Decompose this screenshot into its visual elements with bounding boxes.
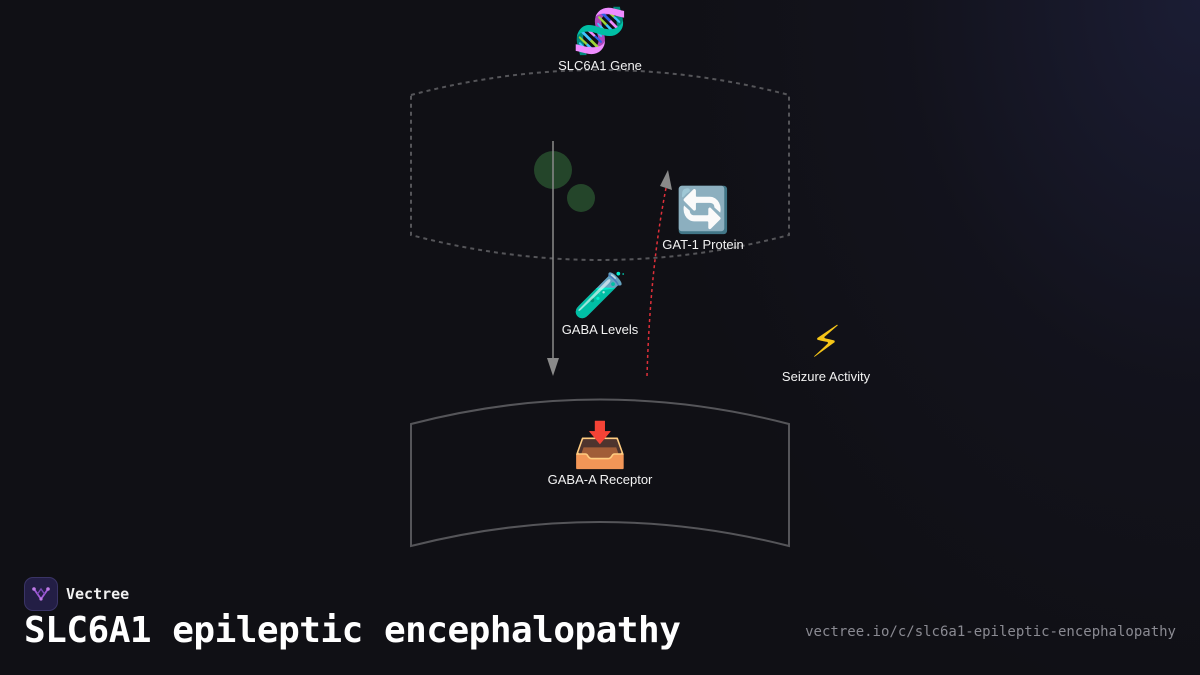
gene-node: 🧬 SLC6A1 Gene xyxy=(558,6,642,74)
reuptake-arrow xyxy=(646,187,667,377)
presynaptic-membrane xyxy=(410,69,790,261)
gaba-label: GABA Levels xyxy=(561,322,639,337)
page-title: SLC6A1 epileptic encephalopathy xyxy=(24,610,681,651)
dna-icon: 🧬 xyxy=(572,6,628,57)
inbox-tray-icon: 📥 xyxy=(572,420,628,471)
gaba-release-arrowhead xyxy=(547,358,559,376)
brand[interactable]: Vectree xyxy=(24,577,129,611)
vectree-logo-icon xyxy=(24,577,58,611)
protein-node: 🔄 GAT-1 Protein xyxy=(662,185,744,253)
repeat-arrows-icon: 🔄 xyxy=(675,185,731,236)
gene-label: SLC6A1 Gene xyxy=(558,58,642,73)
brand-name: Vectree xyxy=(66,585,130,603)
reuptake-arrowhead xyxy=(660,170,672,190)
postsynaptic-membrane xyxy=(410,398,790,548)
seizure-label: Seizure Activity xyxy=(781,369,871,384)
seizure-node: ⚡ Seizure Activity xyxy=(781,317,871,385)
protein-label: GAT-1 Protein xyxy=(662,237,744,252)
test-tube-icon: 🧪 xyxy=(572,270,628,321)
receptor-node: 📥 GABA-A Receptor xyxy=(547,420,653,488)
receptor-label: GABA-A Receptor xyxy=(547,472,653,487)
lightning-icon: ⚡ xyxy=(810,317,842,368)
gaba-node: 🧪 GABA Levels xyxy=(561,270,639,338)
page-url[interactable]: vectree.io/c/slc6a1-epileptic-encephalop… xyxy=(805,624,1176,640)
vesicle xyxy=(567,184,595,212)
